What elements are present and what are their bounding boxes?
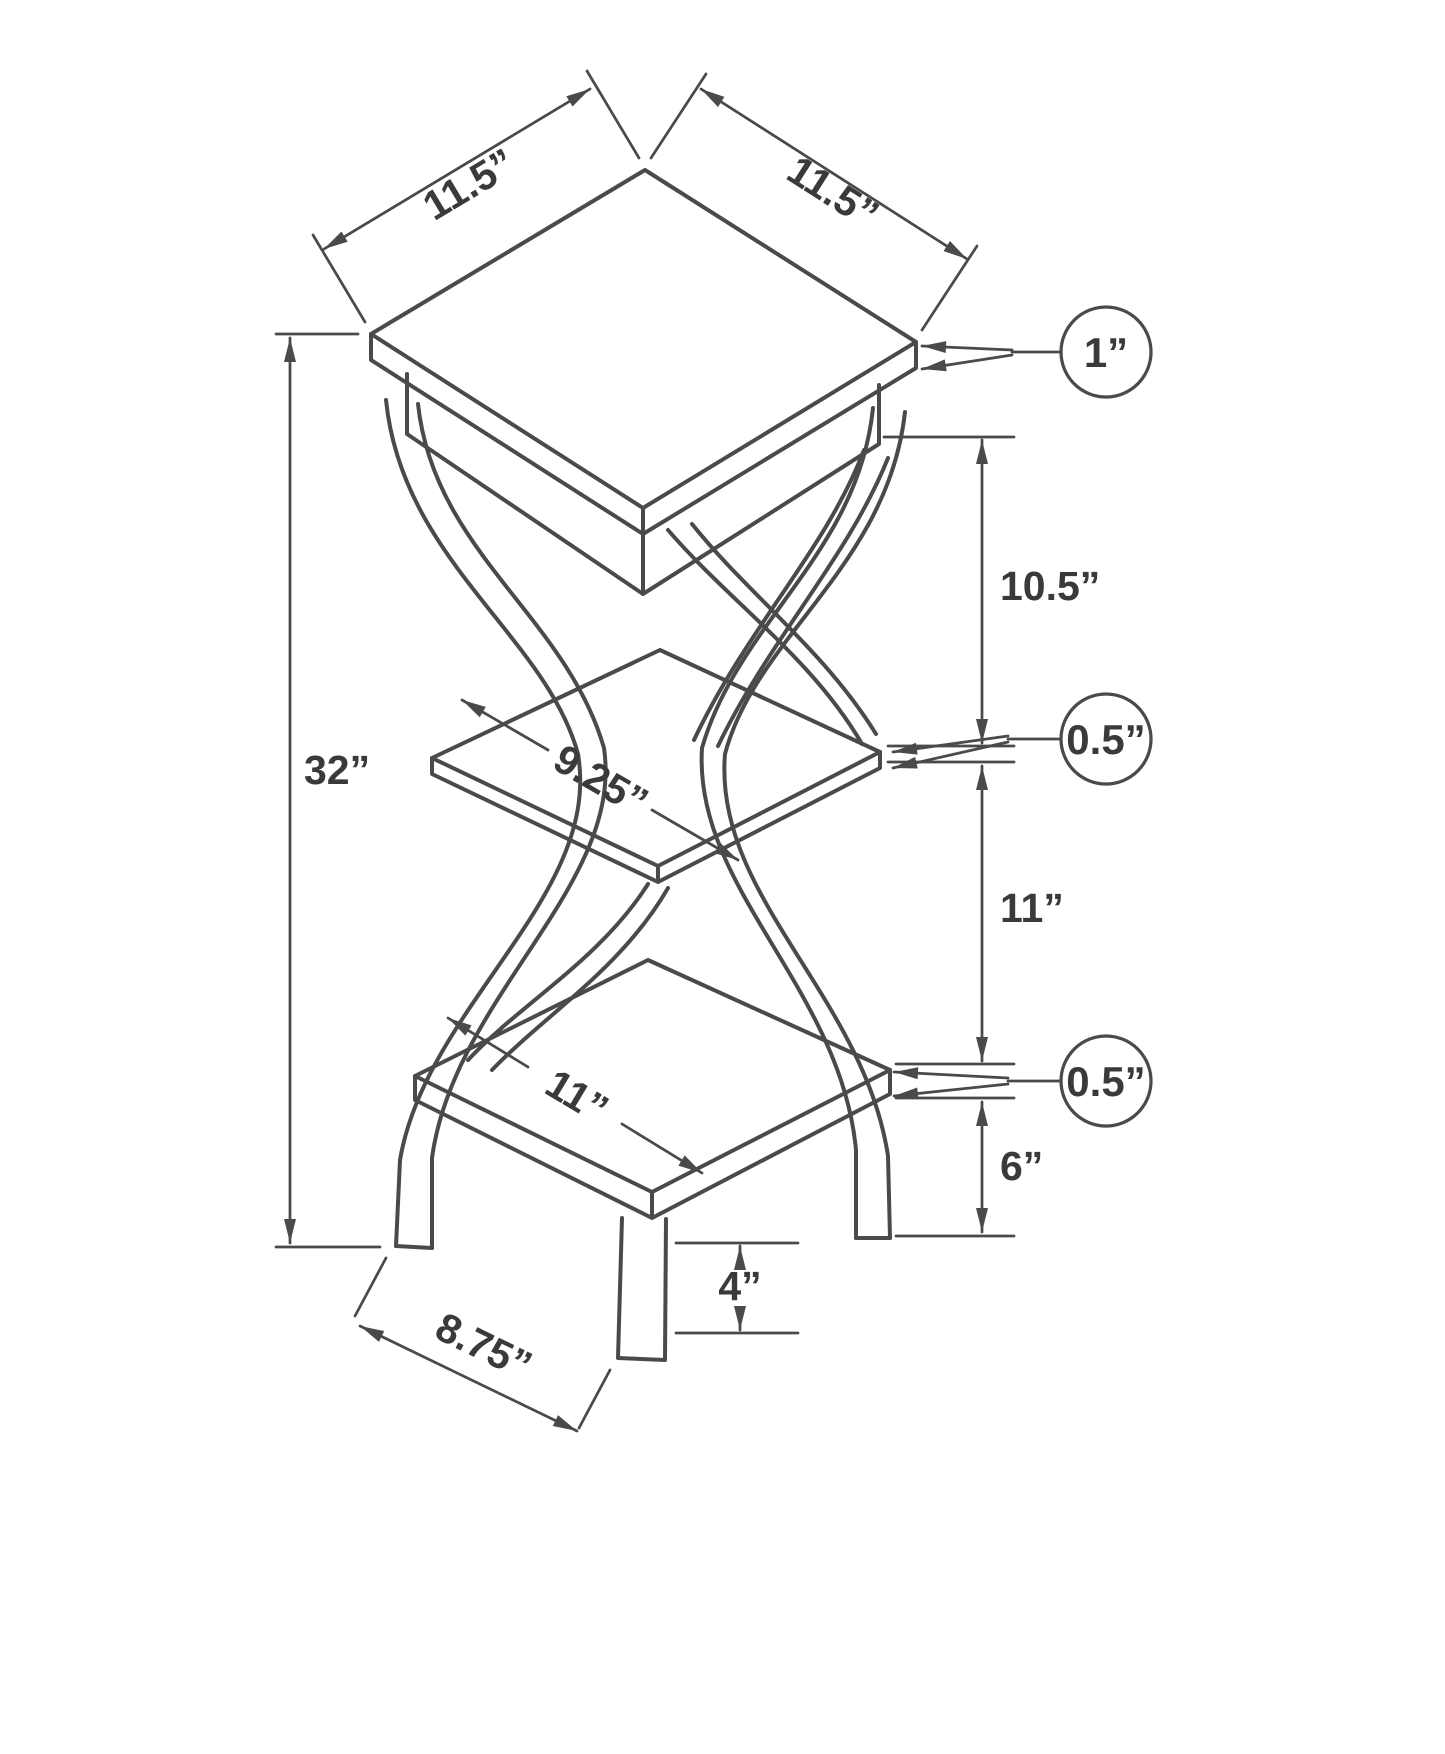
cross-leg-b2	[716, 456, 890, 748]
callout-circle-top-thickness	[1059, 305, 1153, 399]
dimension-line	[322, 87, 592, 251]
dim-overall-height	[274, 332, 382, 1249]
dimension-line	[446, 1016, 530, 1069]
label-middle-to-lower-shelf: 11”	[1000, 885, 1064, 931]
left-foot-bottom	[394, 1244, 434, 1250]
leader-line	[892, 1067, 1010, 1080]
leader-line	[920, 353, 1014, 372]
front-leg	[616, 1216, 668, 1362]
extension-lines	[886, 760, 1016, 1066]
label-middle-shelf-thickness: 0.5”	[1066, 716, 1145, 763]
top-apron	[405, 372, 881, 596]
lower-crossing-leg	[466, 882, 670, 1072]
leader-line	[892, 1082, 1010, 1100]
cross-leg-a2	[690, 522, 878, 736]
left-leg-inner	[416, 402, 608, 1250]
leader-line	[891, 740, 1010, 770]
lower-shelf	[413, 958, 892, 1220]
cross-leg-a1	[666, 528, 864, 746]
drawing-linework	[274, 69, 1153, 1433]
label-top-edge-right: 11.5”	[779, 147, 886, 238]
dim-base-edge	[353, 1256, 612, 1433]
dim-middle-to-lower-shelf	[886, 760, 1016, 1066]
label-top-edge-left: 11.5”	[415, 139, 523, 229]
dim-top-to-middle-shelf	[882, 435, 1016, 748]
extension-lines	[353, 1256, 612, 1430]
label-overall-height: 32”	[304, 747, 370, 793]
dim-top-right-width	[649, 72, 979, 332]
extension-lines	[674, 1241, 800, 1335]
middle-shelf-surface	[430, 648, 882, 868]
callout-circle-lower-shelf-thickness	[1059, 1034, 1153, 1128]
dimension-line	[358, 1324, 579, 1433]
callout-circle-middle-shelf-thickness	[1059, 692, 1153, 786]
middle-shelf-thickness	[430, 750, 882, 884]
top-thickness-edges	[369, 332, 918, 536]
right-leg-outer	[722, 410, 907, 1240]
cross-leg-b1	[692, 448, 866, 742]
label-lower-shelf-height: 6”	[1000, 1143, 1043, 1189]
upper-crossing-legs	[666, 448, 890, 748]
leader-line	[920, 341, 1014, 354]
extension-lines	[894, 1096, 1016, 1238]
extension-lines	[311, 69, 641, 324]
dim-lower-shelf-width	[446, 1016, 704, 1175]
dim-lower-shelf-thickness-leaders	[892, 1067, 1061, 1100]
middle-shelf	[430, 648, 882, 884]
dimension-line	[460, 698, 550, 752]
dim-middle-shelf-width	[460, 698, 740, 862]
left-leg	[384, 398, 608, 1250]
label-top-thickness: 1”	[1084, 329, 1128, 376]
right-leg	[699, 406, 907, 1240]
dim-top-left-width	[311, 69, 641, 324]
right-leg-inner	[699, 406, 875, 1240]
label-foot-clearance: 4”	[718, 1263, 761, 1309]
label-top-to-middle-shelf: 10.5”	[1000, 563, 1100, 609]
dimension-line	[620, 1122, 704, 1175]
extension-lines	[274, 332, 382, 1249]
dim-foot-clearance	[674, 1241, 800, 1335]
dim-top-thickness-leaders	[920, 341, 1063, 372]
extension-lines	[882, 435, 1016, 748]
left-leg-outer	[384, 398, 583, 1248]
dimension-line	[699, 87, 969, 261]
label-lower-shelf-width: 11”	[538, 1060, 616, 1132]
cross-leg-c2	[490, 886, 670, 1072]
table-top	[369, 168, 918, 596]
dim-middle-shelf-thickness-leaders	[891, 734, 1061, 770]
label-base-edge: 8.75”	[429, 1304, 539, 1389]
dimension-line	[650, 808, 740, 862]
lower-shelf-apron	[413, 1068, 892, 1220]
front-foot	[616, 1216, 668, 1362]
label-lower-shelf-thickness: 0.5”	[1066, 1058, 1145, 1105]
leader-line	[891, 734, 1010, 755]
lower-shelf-surface	[413, 958, 892, 1194]
dim-lower-shelf-height	[894, 1096, 1016, 1238]
